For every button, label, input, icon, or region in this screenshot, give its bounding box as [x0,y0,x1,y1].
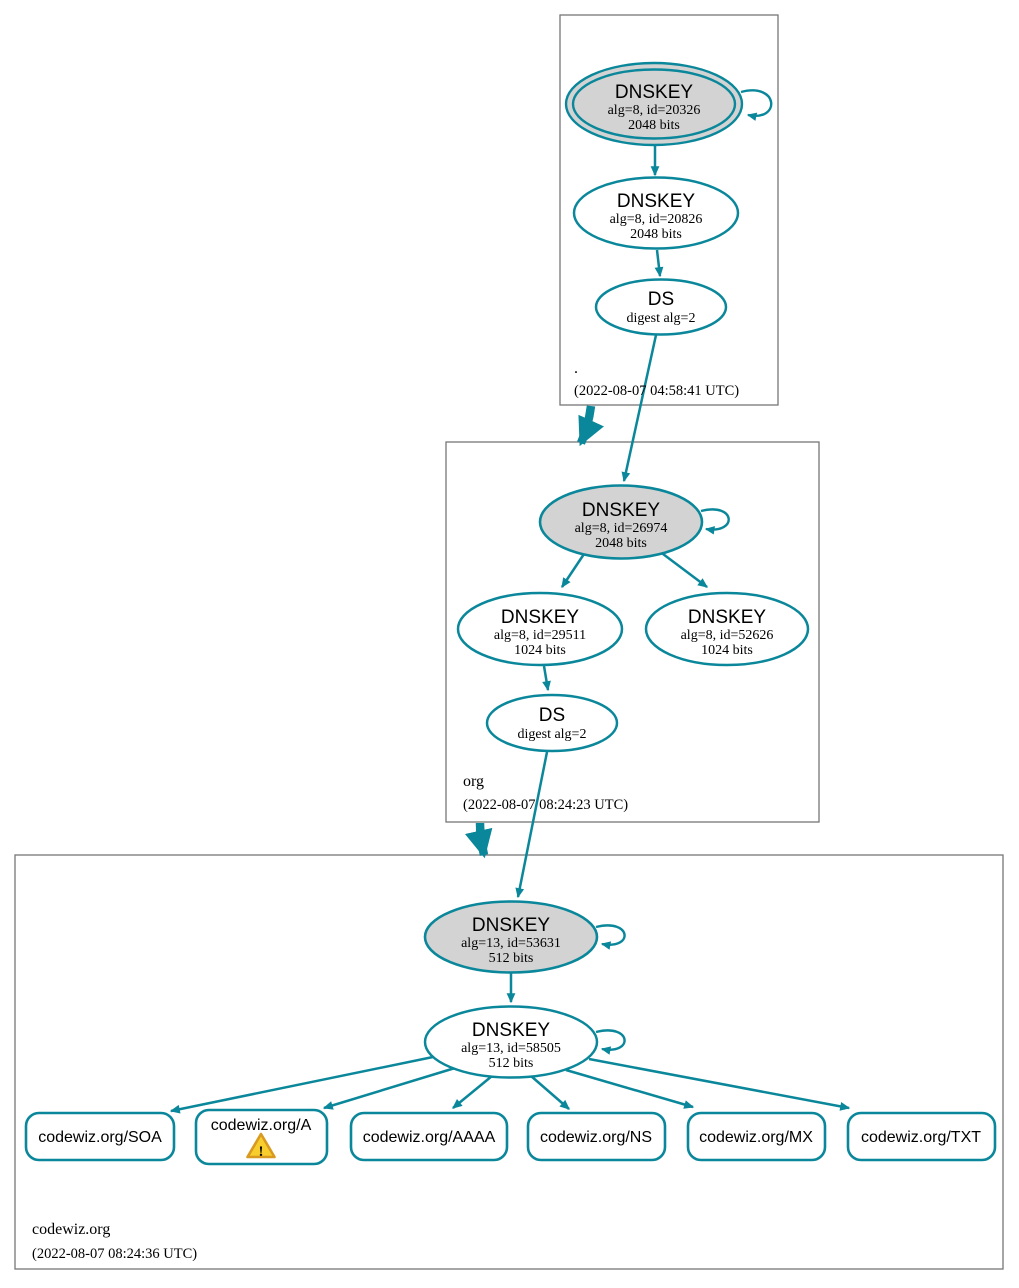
rrset-mx-node[interactable]: codewiz.org/MX [686,1111,827,1162]
root-ksk-type: DNSKEY [615,82,693,103]
rrset-ns-node[interactable]: codewiz.org/NS [526,1111,667,1162]
rrsig-edge-zsk-to-aaaa [452,1075,493,1109]
org-zsk-29511-ellipse[interactable] [456,591,624,667]
zone-label-org: org [463,773,484,790]
codewiz-ksk-detail2: 512 bits [489,951,534,966]
root-ksk-outer-ellipse[interactable] [564,61,744,147]
org-ksk-type: DNSKEY [582,500,660,521]
zone-box-root [559,14,779,406]
codewiz-ksk-node[interactable]: DNSKEY alg=13, id=53631 512 bits [423,900,599,974]
org-zsk-52626-node[interactable]: DNSKEY alg=8, id=52626 1024 bits [644,591,810,667]
codewiz-ksk-detail1: alg=13, id=53631 [461,936,561,951]
selfsign-loop-codewiz-zsk [595,1029,626,1055]
rrset-mx-box[interactable] [686,1111,827,1162]
rrsig-edge-zsk-to-mx [565,1068,695,1109]
zone-label-root: . [574,360,578,377]
rrset-aaaa-box[interactable] [349,1111,509,1162]
codewiz-ksk-type: DNSKEY [472,915,550,936]
root-zsk-ellipse[interactable] [572,176,740,250]
org-ksk-detail2: 2048 bits [595,536,647,551]
org-zsk-52626-ellipse[interactable] [644,591,810,667]
rrset-a-node[interactable]: codewiz.org/A ! [194,1108,329,1166]
delegation-arrow-root-to-org [577,405,604,447]
rrsig-edge-org-ksk-to-zsk29511 [560,550,588,588]
org-ksk-detail1: alg=8, id=26974 [575,521,668,536]
root-zsk-detail2: 2048 bits [630,227,682,242]
zone-timestamp-root: (2022-08-07 04:58:41 UTC) [574,383,739,399]
selfsign-loop-root-ksk [740,89,773,121]
org-zsk-29511-node[interactable]: DNSKEY alg=8, id=29511 1024 bits [456,591,624,667]
root-ksk-node[interactable]: DNSKEY alg=8, id=20326 2048 bits [564,61,744,147]
rrset-a-label: codewiz.org/A [211,1117,312,1134]
delegation-arrow-org-to-codewiz [464,822,493,859]
selfsign-loop-org-ksk [700,508,730,535]
root-ds-ellipse[interactable] [594,278,728,336]
rrset-soa-label: codewiz.org/SOA [38,1129,162,1146]
root-zsk-type: DNSKEY [617,191,695,212]
zone-label-codewiz: codewiz.org [32,1221,110,1238]
root-ds-type: DS [648,289,674,310]
warning-triangle [246,1132,276,1159]
root-ksk-detail1: alg=8, id=20326 [608,103,701,118]
codewiz-zsk-node[interactable]: DNSKEY alg=13, id=58505 512 bits [423,1005,599,1079]
org-ksk-ellipse[interactable] [538,484,704,560]
zone-box-codewiz [14,854,1004,1270]
codewiz-zsk-detail2: 512 bits [489,1056,534,1071]
rrset-soa-box[interactable] [24,1111,176,1162]
org-ds-node[interactable]: DS digest alg=2 [485,693,619,753]
rrset-mx-label: codewiz.org/MX [699,1129,813,1146]
rrsig-edge-root-zsk-to-ds [654,249,664,278]
root-ksk-detail2: 2048 bits [628,118,680,133]
ds-edge-root-to-org-ksk [621,334,658,483]
rrsig-edge-zsk-to-txt [588,1057,851,1111]
ds-edge-org-to-codewiz-ksk [515,751,549,899]
root-ds-detail1: digest alg=2 [627,311,696,326]
rrset-ns-label: codewiz.org/NS [540,1129,652,1146]
org-ksk-node[interactable]: DNSKEY alg=8, id=26974 2048 bits [538,484,704,560]
org-ds-detail1: digest alg=2 [518,727,587,742]
rrset-txt-label: codewiz.org/TXT [861,1129,981,1146]
rrset-ns-box[interactable] [526,1111,667,1162]
rrset-txt-box[interactable] [846,1111,997,1162]
root-ksk-inner-ellipse [571,68,737,140]
rrsig-edge-zsk-to-a [322,1066,456,1110]
zone-timestamp-codewiz: (2022-08-07 08:24:36 UTC) [32,1246,197,1262]
root-zsk-node[interactable]: DNSKEY alg=8, id=20826 2048 bits [572,176,740,250]
codewiz-zsk-type: DNSKEY [472,1020,550,1041]
org-zsk-29511-detail1: alg=8, id=29511 [494,628,586,643]
org-zsk-52626-detail2: 1024 bits [701,643,753,658]
org-ds-type: DS [539,705,565,726]
rrsig-edge-zsk-to-ns [530,1075,570,1110]
org-zsk-29511-type: DNSKEY [501,607,579,628]
rrsig-edge-org-ksk-to-zsk52626 [658,550,708,588]
zone-timestamp-org: (2022-08-07 08:24:23 UTC) [463,797,628,813]
rrset-aaaa-label: codewiz.org/AAAA [363,1129,496,1146]
org-ds-ellipse[interactable] [485,693,619,753]
codewiz-ksk-ellipse[interactable] [423,900,599,974]
warning-icon: ! [246,1132,276,1160]
org-zsk-52626-type: DNSKEY [688,607,766,628]
codewiz-zsk-ellipse[interactable] [423,1005,599,1079]
warning-exclamation: ! [259,1144,264,1160]
rrset-aaaa-node[interactable]: codewiz.org/AAAA [349,1111,509,1162]
rrset-txt-node[interactable]: codewiz.org/TXT [846,1111,997,1162]
org-zsk-52626-detail1: alg=8, id=52626 [681,628,774,643]
org-zsk-29511-detail2: 1024 bits [514,643,566,658]
rrsig-edge-zsk-to-soa [169,1055,434,1114]
rrset-soa-node[interactable]: codewiz.org/SOA [24,1111,176,1162]
codewiz-zsk-detail1: alg=13, id=58505 [461,1041,561,1056]
root-zsk-detail1: alg=8, id=20826 [610,212,703,227]
selfsign-loop-codewiz-ksk [595,924,626,950]
rrsig-edge-org-zsk-to-ds [542,665,551,692]
root-ds-node[interactable]: DS digest alg=2 [594,278,728,336]
